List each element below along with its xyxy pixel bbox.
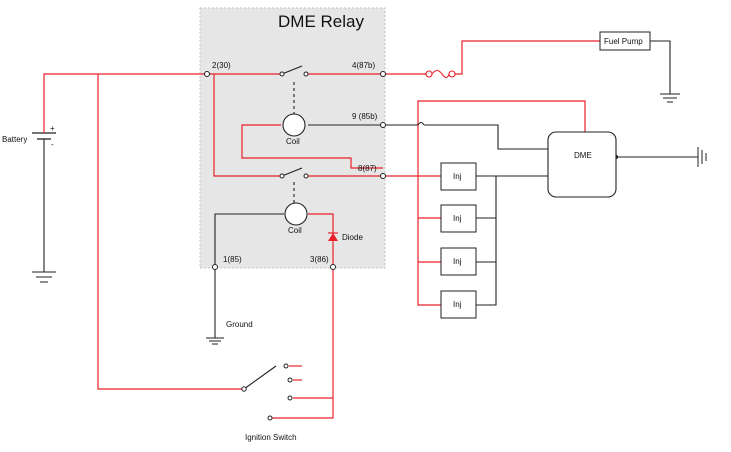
pin-2-label: 2(30) (212, 61, 231, 70)
pin-4 (380, 71, 386, 77)
diode-label: Diode (342, 233, 363, 242)
pin-9-label: 9 (85b) (352, 112, 378, 121)
signal-wires (43, 40, 698, 390)
fuel-pump-ground-icon (660, 93, 680, 103)
injector-4-box (440, 290, 477, 319)
pin-2 (204, 71, 210, 77)
battery-icon (32, 132, 56, 140)
injector-3-label: Inj (453, 257, 462, 266)
pin-8-label: 8(87) (358, 164, 377, 173)
battery-label: Battery (2, 135, 27, 144)
fuel-pump-label: Fuel Pump (604, 37, 643, 46)
power-wires (43, 40, 600, 419)
pin-9 (380, 122, 386, 128)
coil-upper-label: Coil (286, 137, 300, 146)
injector-1-box (440, 162, 477, 191)
coil-upper-icon (282, 113, 306, 137)
relay-ground-icon (206, 337, 224, 345)
dme-label: DME (574, 151, 592, 160)
injector-4-label: Inj (453, 300, 462, 309)
pin-4-label: 4(87b) (352, 61, 375, 70)
battery-minus-label: - (51, 140, 54, 149)
switch-icon (241, 363, 293, 421)
ignition-switch-label: Ignition Switch (245, 433, 297, 442)
pin-3 (330, 264, 336, 270)
pin-1-label: 1(85) (223, 255, 242, 264)
diode-icon (328, 232, 338, 241)
coil-lower-label: Coil (288, 226, 302, 235)
fuel-pump-box (599, 31, 651, 51)
pin-8 (380, 173, 386, 179)
relay-title: DME Relay (278, 12, 364, 31)
switch-contacts (279, 71, 309, 179)
dme-ground-icon (697, 147, 707, 167)
injector-2-label: Inj (453, 214, 462, 223)
pin-1 (212, 264, 218, 270)
dme-box (547, 131, 617, 198)
coil-lower-icon (284, 202, 308, 226)
ground-label: Ground (226, 320, 253, 329)
relay-pins (204, 71, 386, 270)
injector-1-label: Inj (453, 172, 462, 181)
pin-3-label: 3(86) (310, 255, 329, 264)
battery-plus-label: + (50, 124, 55, 133)
injector-2-box (440, 204, 477, 233)
injector-3-box (440, 247, 477, 276)
fuse-icon (425, 69, 456, 79)
injector-boxes (440, 162, 477, 319)
battery-ground-icon (32, 271, 56, 283)
